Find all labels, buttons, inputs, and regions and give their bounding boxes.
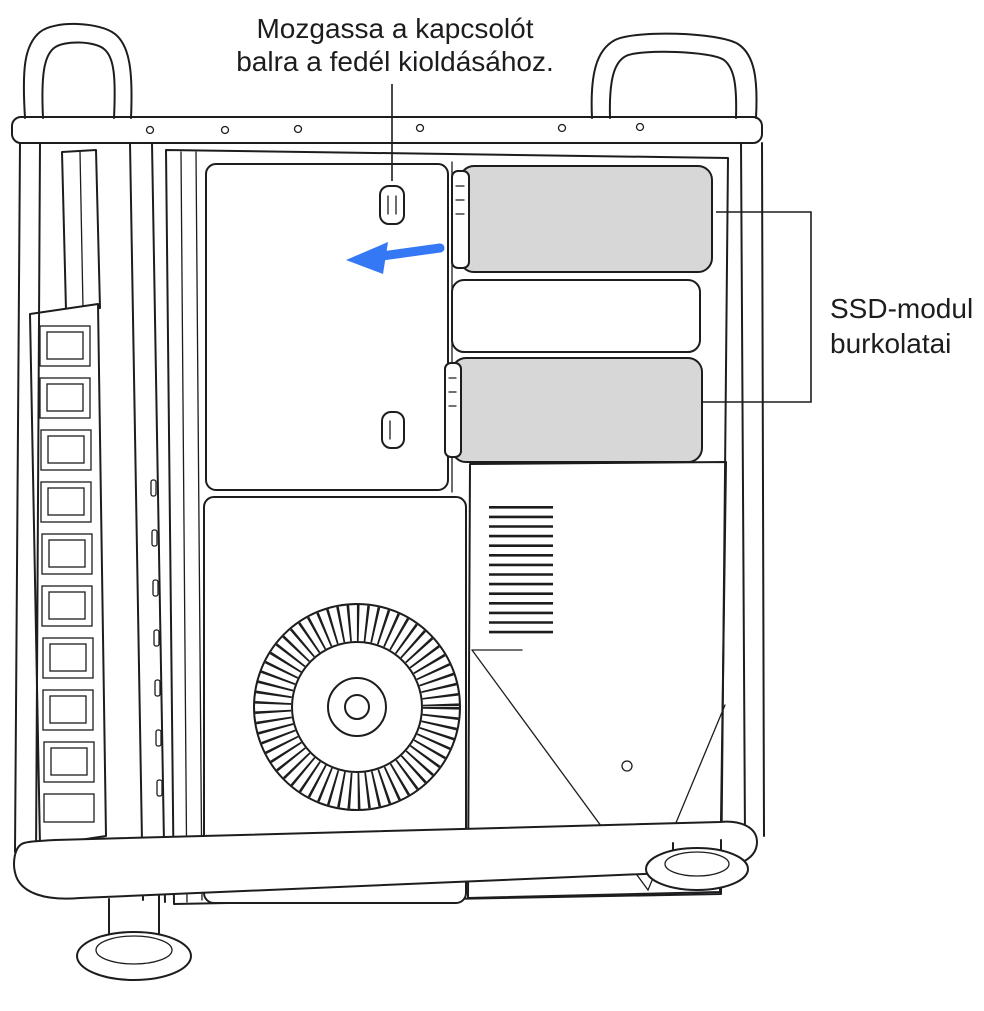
latch-instruction-line-2: balra a fedél kioldásához. [236,46,554,77]
lower-right-panel [467,461,727,899]
ssd-module-cover-bottom [444,357,703,463]
dimm-cover-panel [205,163,449,491]
frame-rails [14,142,765,903]
ssd-bay-area [444,161,713,493]
lower-latch [381,411,405,449]
left-foot [76,895,192,981]
latch-callout: Mozgassa a kapcsolót balra a fedél kiold… [236,13,554,181]
io-bracket-column [61,149,101,311]
pci-slot [39,325,95,823]
ssd-label-line-2: burkolatai [830,328,951,359]
left-handle [22,23,133,119]
pci-slot-covers [29,303,107,847]
right-foot [645,839,749,891]
rail-detents [150,479,163,797]
ssd-callout: SSD-modul burkolatai [703,211,973,403]
ssd-module-cover-top [451,165,713,273]
right-handle [590,32,758,119]
blower-fan [253,603,461,811]
latch-instruction-line-1: Mozgassa a kapcsolót [256,13,533,44]
screw-icon [621,760,633,772]
top-cap [11,116,763,144]
ssd-bay-empty [451,279,701,353]
ssd-callout-bracket [703,211,812,403]
left-arrow-icon [346,242,445,274]
fan-panel [203,496,467,904]
release-latch-switch [379,185,405,225]
fan-blades [255,605,459,809]
ssd-label-line-1: SSD-modul [830,293,973,324]
